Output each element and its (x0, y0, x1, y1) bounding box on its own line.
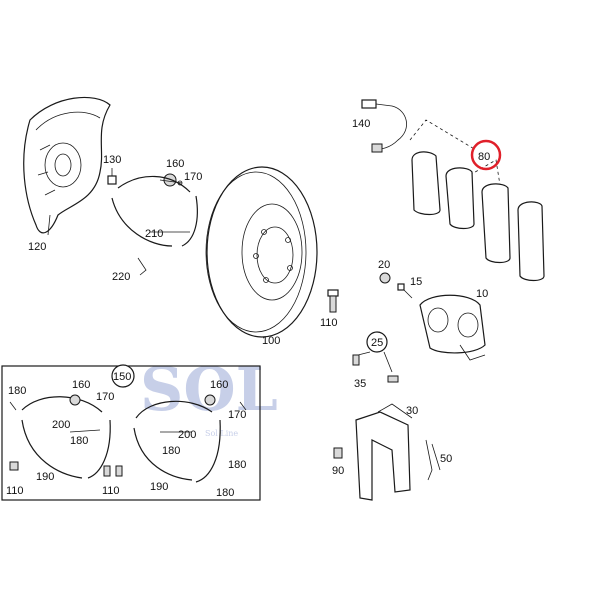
inset-label-190: 190 (150, 481, 168, 493)
brake-disc-part (205, 166, 318, 338)
label-140: 140 (352, 118, 370, 130)
guide-pins-part (352, 354, 399, 383)
label-20: 20 (378, 259, 390, 271)
label-90: 90 (332, 465, 344, 477)
wear-sensor-part (361, 99, 407, 153)
label-30: 30 (406, 405, 418, 417)
label-10: 10 (476, 288, 488, 300)
label-50: 50 (440, 453, 452, 465)
label-130: 130 (103, 154, 121, 166)
inset-label-110: 110 (6, 485, 24, 497)
inset-label-180: 180 (70, 435, 88, 447)
label-110: 110 (320, 317, 338, 329)
inset-label-180: 180 (162, 445, 180, 457)
label-25: 25 (371, 337, 383, 349)
label-160: 160 (166, 158, 184, 170)
inset-label-180: 180 (216, 487, 234, 499)
svg-text:SOL: SOL (140, 355, 278, 425)
inset-label-160: 160 (210, 379, 228, 391)
label-35: 35 (354, 378, 366, 390)
spring-220-part (137, 257, 147, 276)
label-170: 170 (184, 171, 202, 183)
label-120: 120 (28, 241, 46, 253)
inset-label-200: 200 (178, 429, 196, 441)
inset-label-190: 190 (36, 471, 54, 483)
inset-right-shoes (115, 394, 247, 483)
inset-box (1, 365, 261, 501)
dust-shield-part (23, 96, 111, 236)
inset-label-180: 180 (228, 459, 246, 471)
callout-25 (366, 331, 388, 353)
watermark: SOL Sol Line (140, 355, 278, 438)
bolt-90-part (333, 447, 343, 459)
inset-label-110: 110 (102, 485, 120, 497)
highlight-ring-80 (470, 139, 502, 171)
caliper-carrier-part (355, 403, 413, 501)
cap-20-part (379, 272, 391, 284)
inset-label-180: 180 (8, 385, 26, 397)
inset-label-170: 170 (228, 409, 246, 421)
label-80: 80 (478, 151, 490, 163)
bolt-110-part (327, 289, 339, 313)
label-210: 210 (145, 228, 163, 240)
brake-pads-part (409, 119, 545, 282)
label-100: 100 (262, 335, 280, 347)
callout-150 (111, 364, 135, 388)
bolt-130-part (107, 168, 117, 185)
clip-50-part (425, 439, 441, 481)
svg-text:Sol Line: Sol Line (205, 429, 238, 438)
label-15: 15 (410, 276, 422, 288)
caliper-part (419, 294, 486, 361)
inset-label-170: 170 (96, 391, 114, 403)
inset-label-160: 160 (72, 379, 90, 391)
label-150: 150 (113, 371, 131, 383)
label-220: 220 (112, 271, 130, 283)
bleeder-15-part (397, 283, 413, 299)
inset-left-shoes (9, 394, 111, 479)
inset-label-200: 200 (52, 419, 70, 431)
parking-shoes-part (111, 175, 198, 247)
